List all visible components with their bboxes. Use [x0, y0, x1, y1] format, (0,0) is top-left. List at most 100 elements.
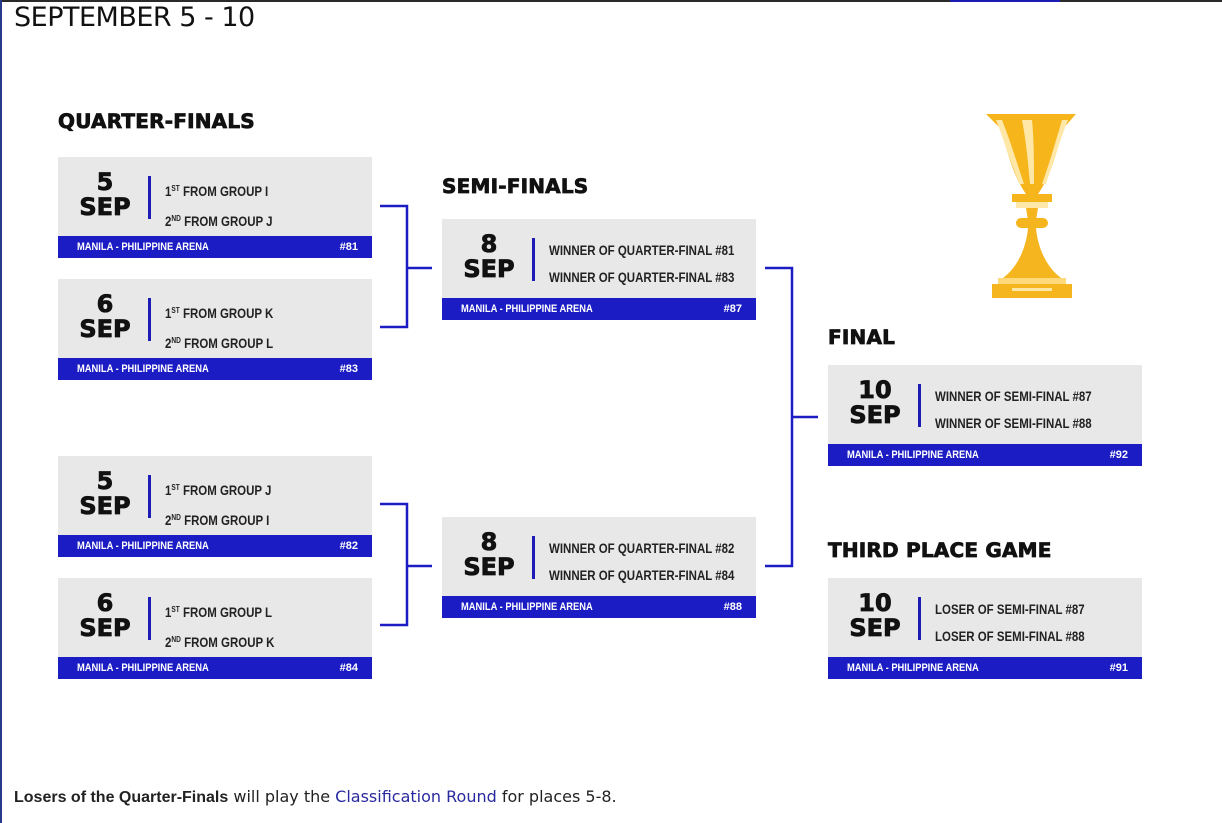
team-2-suffix: ND	[171, 214, 181, 223]
third-place-title: THIRD PLACE GAME	[828, 538, 1052, 562]
team-1-rank: 1	[165, 305, 172, 321]
match-body: 10 SEP LOSER OF SEMI-FINAL #87 LOSER OF …	[828, 578, 1142, 657]
top-border-accent	[950, 0, 1060, 2]
page-title: SEPTEMBER 5 - 10	[14, 2, 255, 33]
match-venue-bar: MANILA - PHILIPPINE ARENA #91	[828, 657, 1142, 679]
match-venue: MANILA - PHILIPPINE ARENA	[847, 662, 979, 674]
match-date: 6 SEP	[58, 290, 152, 343]
bracket-qf-top	[380, 204, 409, 329]
match-date: 8 SEP	[442, 232, 536, 283]
team-2-suffix: ND	[171, 336, 181, 345]
match-venue: MANILA - PHILIPPINE ARENA	[461, 303, 593, 315]
match-teams: WINNER OF SEMI-FINAL #87 WINNER OF SEMI-…	[935, 383, 1092, 437]
match-venue: MANILA - PHILIPPINE ARENA	[77, 540, 209, 552]
team-1-suffix: ST	[171, 605, 180, 614]
match-venue-bar: MANILA - PHILIPPINE ARENA #92	[828, 444, 1142, 466]
team-1: 1ST FROM GROUP J	[165, 474, 271, 504]
match-month: SEP	[849, 614, 901, 642]
match-teams: 1ST FROM GROUP K 2ND FROM GROUP L	[165, 297, 273, 357]
bracket-qf-bottom	[380, 502, 409, 627]
match-card-82[interactable]: 5 SEP 1ST FROM GROUP J 2ND FROM GROUP I …	[58, 456, 372, 557]
match-card-84[interactable]: 6 SEP 1ST FROM GROUP L 2ND FROM GROUP K …	[58, 578, 372, 679]
team-2-text: FROM GROUP L	[180, 335, 274, 351]
team-2-rank: 2	[165, 213, 172, 229]
team-2: WINNER OF QUARTER-FINAL #83	[549, 269, 735, 285]
team-2: 2ND FROM GROUP K	[165, 626, 274, 656]
match-body: 8 SEP WINNER OF QUARTER-FINAL #81 WINNER…	[442, 219, 756, 298]
match-day: 5	[96, 168, 114, 196]
team-2-suffix: ND	[171, 635, 181, 644]
match-venue-bar: MANILA - PHILIPPINE ARENA #84	[58, 657, 372, 679]
team-1: LOSER OF SEMI-FINAL #87	[935, 601, 1085, 617]
match-day: 6	[96, 290, 114, 318]
match-card-92[interactable]: 10 SEP WINNER OF SEMI-FINAL #87 WINNER O…	[828, 365, 1142, 466]
match-number: #92	[1109, 449, 1128, 461]
match-month: SEP	[79, 492, 131, 520]
match-day: 8	[480, 528, 498, 556]
team-2-suffix: ND	[171, 513, 181, 522]
match-body: 8 SEP WINNER OF QUARTER-FINAL #82 WINNER…	[442, 517, 756, 596]
team-2: WINNER OF SEMI-FINAL #88	[935, 415, 1092, 431]
team-2: 2ND FROM GROUP I	[165, 504, 271, 534]
match-day: 5	[96, 467, 114, 495]
match-day: 6	[96, 589, 114, 617]
date-divider	[532, 238, 535, 281]
match-month: SEP	[463, 553, 515, 581]
match-day: 10	[858, 589, 892, 617]
date-divider	[148, 475, 151, 518]
match-venue-bar: MANILA - PHILIPPINE ARENA #81	[58, 236, 372, 258]
top-border	[0, 0, 1222, 2]
footer-note: Losers of the Quarter-Finals will play t…	[14, 787, 617, 807]
team-1: 1ST FROM GROUP I	[165, 175, 273, 205]
team-1: WINNER OF QUARTER-FINAL #81	[549, 242, 735, 258]
date-divider	[532, 536, 535, 579]
date-divider	[148, 597, 151, 640]
classification-round-link[interactable]: Classification Round	[335, 787, 497, 806]
match-venue: MANILA - PHILIPPINE ARENA	[77, 363, 209, 375]
match-number: #84	[339, 662, 358, 674]
match-teams: 1ST FROM GROUP L 2ND FROM GROUP K	[165, 596, 274, 656]
match-body: 6 SEP 1ST FROM GROUP L 2ND FROM GROUP K	[58, 578, 372, 657]
quarter-finals-title: QUARTER-FINALS	[58, 109, 255, 133]
match-card-83[interactable]: 6 SEP 1ST FROM GROUP K 2ND FROM GROUP L …	[58, 279, 372, 380]
match-day: 10	[858, 376, 892, 404]
team-1-text: FROM GROUP J	[179, 482, 272, 498]
match-teams: LOSER OF SEMI-FINAL #87 LOSER OF SEMI-FI…	[935, 596, 1085, 650]
match-card-88[interactable]: 8 SEP WINNER OF QUARTER-FINAL #82 WINNER…	[442, 517, 756, 618]
match-date: 5 SEP	[58, 467, 152, 520]
match-venue: MANILA - PHILIPPINE ARENA	[77, 662, 209, 674]
match-number: #81	[339, 241, 358, 253]
left-border	[0, 0, 2, 823]
match-month: SEP	[79, 193, 131, 221]
match-body: 5 SEP 1ST FROM GROUP I 2ND FROM GROUP J	[58, 157, 372, 236]
footer-text-2: for places 5-8.	[496, 787, 617, 806]
team-2: WINNER OF QUARTER-FINAL #84	[549, 567, 735, 583]
match-venue-bar: MANILA - PHILIPPINE ARENA #87	[442, 298, 756, 320]
date-divider	[918, 384, 921, 427]
match-number: #82	[339, 540, 358, 552]
team-1-text: FROM GROUP I	[179, 183, 269, 199]
match-card-87[interactable]: 8 SEP WINNER OF QUARTER-FINAL #81 WINNER…	[442, 219, 756, 320]
match-date: 10 SEP	[828, 376, 922, 429]
match-teams: WINNER OF QUARTER-FINAL #81 WINNER OF QU…	[549, 237, 734, 291]
match-number: #91	[1109, 662, 1128, 674]
match-number: #88	[723, 601, 742, 613]
match-date: 10 SEP	[828, 589, 922, 642]
match-card-81[interactable]: 5 SEP 1ST FROM GROUP I 2ND FROM GROUP J …	[58, 157, 372, 258]
final-title: FINAL	[828, 325, 896, 349]
footer-bold-text: Losers of the Quarter-Finals	[14, 789, 229, 806]
team-2: LOSER OF SEMI-FINAL #88	[935, 628, 1085, 644]
match-venue-bar: MANILA - PHILIPPINE ARENA #83	[58, 358, 372, 380]
footer-text-1: will play the	[228, 787, 336, 806]
match-card-91[interactable]: 10 SEP LOSER OF SEMI-FINAL #87 LOSER OF …	[828, 578, 1142, 679]
team-2: 2ND FROM GROUP J	[165, 205, 273, 235]
team-2-text: FROM GROUP J	[180, 213, 273, 229]
team-1-rank: 1	[165, 482, 172, 498]
match-teams: 1ST FROM GROUP J 2ND FROM GROUP I	[165, 474, 271, 534]
team-1-suffix: ST	[171, 306, 180, 315]
match-venue: MANILA - PHILIPPINE ARENA	[847, 449, 979, 461]
match-month: SEP	[79, 315, 131, 343]
match-month: SEP	[463, 255, 515, 283]
trophy-icon	[986, 114, 1076, 298]
team-2-text: FROM GROUP I	[180, 512, 270, 528]
